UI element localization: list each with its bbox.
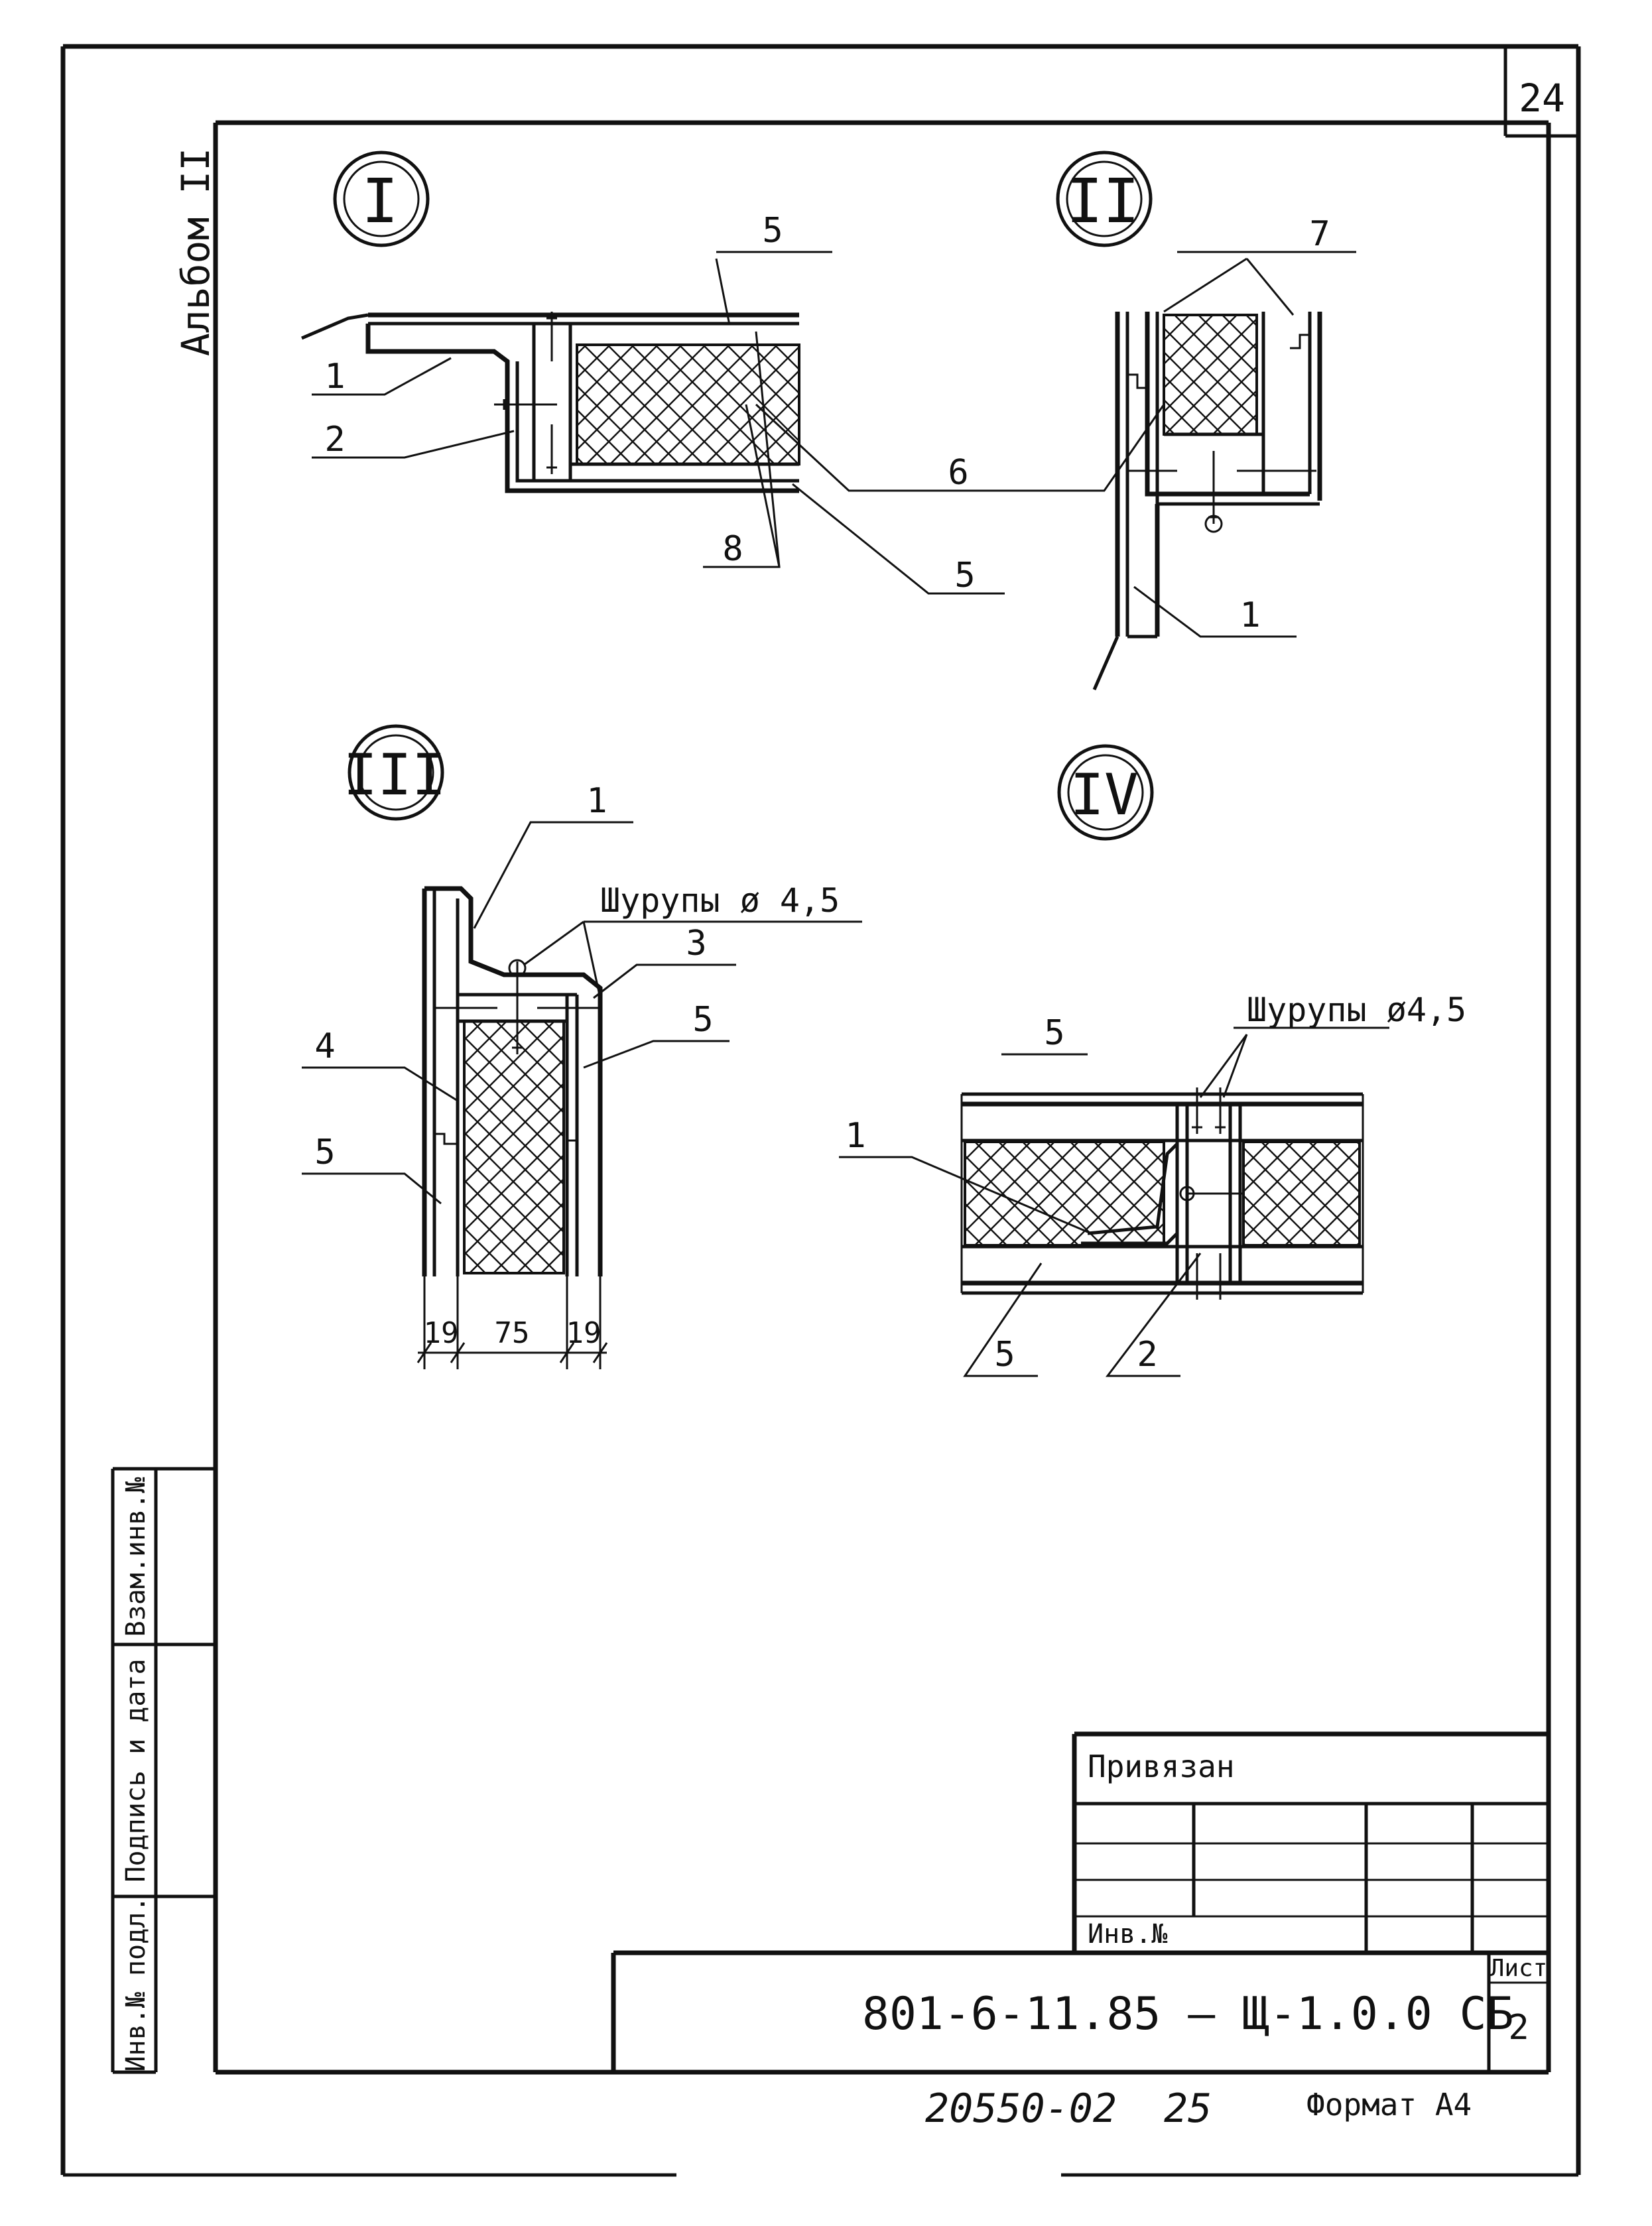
album-label: Альбом II bbox=[173, 148, 218, 356]
detail-3-insulation bbox=[463, 1020, 565, 1274]
sidebar-label-inv: Инв.№ подл. bbox=[121, 1896, 151, 2072]
detail-1-callout-8: 8 bbox=[722, 529, 743, 569]
detail-4-marker-outer bbox=[1057, 744, 1154, 841]
detail-4-callout-2: 2 bbox=[1137, 1335, 1157, 1375]
title-block-doc-code: 801-6-11.85 – Щ-1.0.0 СБ bbox=[862, 1988, 1514, 2040]
detail-2-marker-outer bbox=[1056, 151, 1153, 247]
detail-4-callout-1: 1 bbox=[845, 1116, 865, 1156]
detail-2 bbox=[1056, 151, 1356, 691]
detail-3 bbox=[302, 724, 862, 1369]
detail-1-marker-inner bbox=[343, 160, 420, 237]
detail-3-callout-5-right: 5 bbox=[692, 1000, 713, 1040]
detail-3-callout-5-left: 5 bbox=[314, 1133, 335, 1172]
footer-stamp: 20550-02 bbox=[925, 2085, 1117, 2132]
title-block-inv-no: Инв.№ bbox=[1088, 1919, 1167, 1949]
detail-2-roman: II bbox=[1066, 166, 1140, 237]
detail-3-callout-1: 1 bbox=[586, 781, 607, 821]
sheet-frame bbox=[60, 44, 1581, 2177]
detail-4-roman: IV bbox=[1070, 762, 1139, 828]
detail-1-callout-2: 2 bbox=[324, 420, 345, 460]
detail-1-marker-outer bbox=[333, 151, 430, 247]
detail-1-roman: I bbox=[361, 166, 398, 237]
footer-format: Формат А4 bbox=[1306, 2087, 1472, 2123]
sidebar-label-vzam: Взам.инв.№ bbox=[121, 1477, 151, 1637]
detail-4-callout-5-top: 5 bbox=[1044, 1013, 1064, 1053]
detail-2-callout-7: 7 bbox=[1309, 214, 1330, 254]
page-number-top: 24 bbox=[1519, 76, 1565, 121]
title-block bbox=[611, 1731, 1549, 2072]
sidebar-label-podpis: Подпись и дата bbox=[121, 1658, 151, 1882]
detail-3-dim-3: 19 bbox=[566, 1316, 602, 1350]
detail-1 bbox=[301, 151, 1165, 595]
detail-2-insulation bbox=[1163, 314, 1258, 436]
title-block-privyazan: Привязан bbox=[1088, 1749, 1235, 1784]
detail-4-insulation-right bbox=[1242, 1141, 1361, 1247]
detail-1-callout-1: 1 bbox=[324, 357, 345, 397]
footer-page: 25 bbox=[1164, 2085, 1212, 2132]
detail-3-dim-2: 75 bbox=[495, 1316, 530, 1350]
detail-4-marker-inner bbox=[1067, 754, 1144, 831]
sidebar-stamp bbox=[111, 1467, 216, 2074]
detail-4-callout-screws: Шурупы ø4,5 bbox=[1247, 991, 1466, 1029]
detail-2-callout-1: 1 bbox=[1239, 595, 1260, 635]
detail-1-callout-5-bottom: 5 bbox=[954, 556, 975, 595]
detail-4 bbox=[839, 744, 1389, 1377]
title-block-sheet-no: 2 bbox=[1508, 2008, 1529, 2048]
detail-3-roman: III bbox=[343, 742, 446, 808]
detail-2-marker-inner bbox=[1066, 160, 1143, 237]
detail-1-callout-6: 6 bbox=[948, 453, 968, 493]
detail-3-dim-1: 19 bbox=[424, 1316, 459, 1350]
detail-1-insulation bbox=[576, 343, 800, 465]
detail-3-marker-inner bbox=[357, 734, 434, 811]
detail-4-callout-5-bottom: 5 bbox=[994, 1335, 1015, 1375]
title-block-sheet-label: Лист bbox=[1490, 1955, 1548, 1982]
detail-3-marker-outer bbox=[348, 724, 444, 821]
detail-1-callout-5-top: 5 bbox=[762, 211, 783, 251]
detail-3-callout-screws: Шурупы ø 4,5 bbox=[600, 881, 840, 920]
detail-3-callout-4: 4 bbox=[314, 1026, 335, 1066]
detail-3-callout-3: 3 bbox=[686, 924, 706, 963]
